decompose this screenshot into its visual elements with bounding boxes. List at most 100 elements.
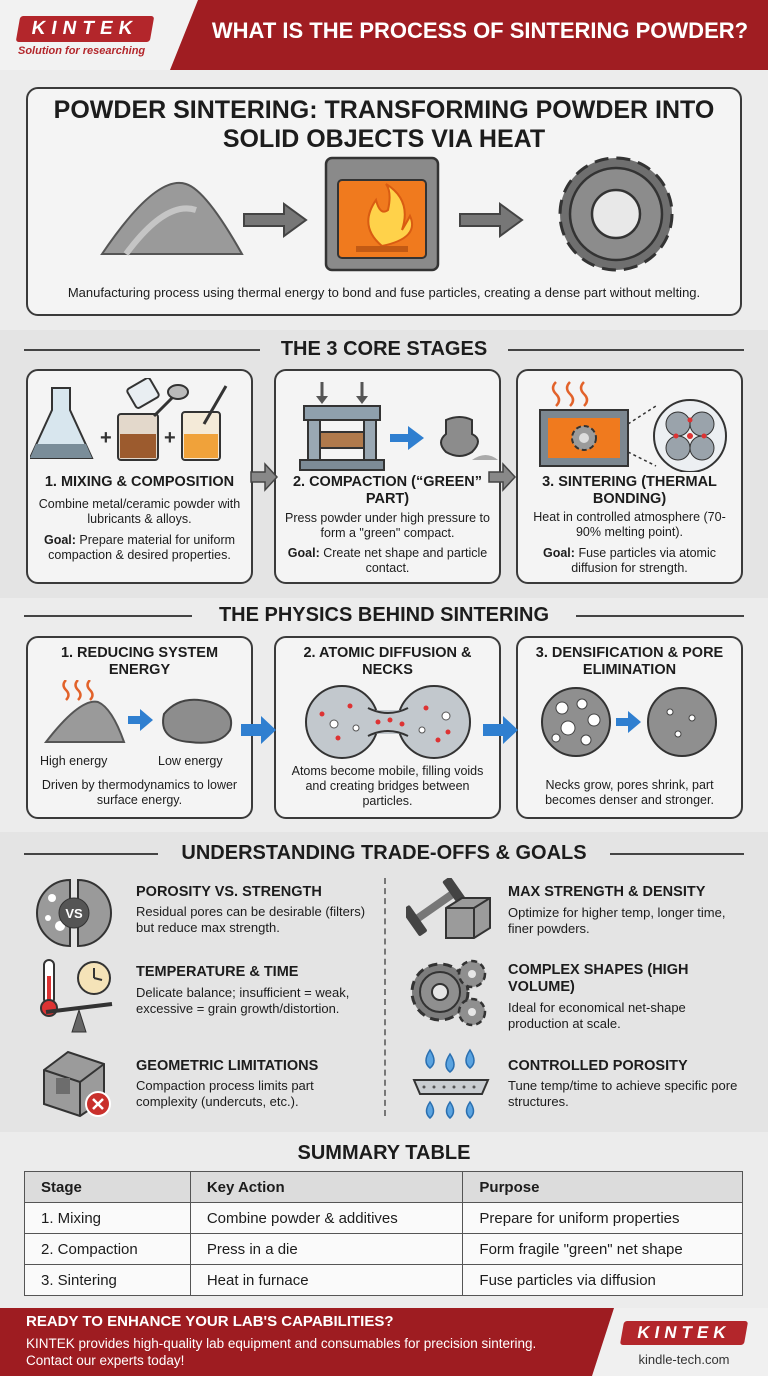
dense-particle-icon (647, 687, 717, 757)
complex-shapes-icon (410, 959, 487, 1027)
tradeoff-text: Delicate balance; insufficient = weak, e… (136, 985, 350, 1016)
tradeoff-text: Compaction process limits part complexit… (136, 1078, 314, 1109)
table-cell: Prepare for uniform properties (462, 1202, 743, 1234)
stage-title: 3. SINTERING (THERMAL BONDING) (542, 474, 717, 507)
gear-icon (457, 959, 487, 989)
porosity-strength-icon: VS (36, 878, 112, 948)
tradeoff-text: Residual pores can be desirable (filters… (136, 904, 366, 935)
column-header: Stage (24, 1171, 191, 1203)
footer-text: KINTEK provides high-quality lab equipme… (26, 1336, 537, 1368)
svg-text:+: + (164, 427, 176, 449)
tradeoff-text: Ideal for economical net-shape productio… (508, 1000, 686, 1031)
arrow-icon (128, 709, 153, 731)
tradeoff-title: CONTROLLED POROSITY (508, 1058, 688, 1074)
kintek-logo[interactable]: KINTEK (15, 16, 155, 42)
clock-icon (77, 961, 111, 995)
arrow-icon (243, 202, 308, 238)
summary-table: Stage Key Action Purpose 1. Mixing Combi… (24, 1171, 743, 1296)
filter-icon (412, 1079, 490, 1095)
table-row: 1. Mixing Combine powder & additives Pre… (24, 1202, 743, 1234)
heat-waves-icon (62, 680, 94, 701)
block-icon (445, 897, 491, 939)
footer-cta: READY TO ENHANCE YOUR LAB'S CAPABILITIES… (26, 1313, 394, 1330)
website-link[interactable]: kindle-tech.com (638, 1352, 730, 1367)
stage-title: 1. MIXING & COMPOSITION (44, 474, 235, 490)
stage-goal: Goal: Fuse particles via atomic diffusio… (543, 546, 716, 575)
svg-text:+: + (100, 427, 112, 449)
arrow-icon (250, 462, 279, 492)
pouring-cup-icon (126, 378, 160, 409)
physics-heading: THE PHYSICS BEHIND SINTERING (218, 604, 550, 626)
press-icon (299, 382, 385, 471)
geometry-limit-icon (43, 1050, 111, 1118)
divider (24, 615, 192, 617)
gear-icon (558, 156, 674, 272)
strength-density-icon (406, 878, 491, 939)
table-cell: Heat in furnace (189, 1264, 464, 1296)
arrow-icon (483, 716, 518, 744)
error-icon (85, 1091, 111, 1117)
divider (610, 853, 744, 855)
porous-particle-icon (541, 687, 611, 757)
column-header: Purpose (462, 1171, 743, 1203)
arrow-icon (488, 462, 517, 492)
mixing-illustration: + + (30, 378, 228, 461)
arrow-icon (616, 711, 641, 733)
densification-illustration (541, 687, 717, 757)
thermometer-icon (40, 959, 58, 1017)
stage-description: Combine metal/ceramic powder with lubric… (38, 497, 241, 526)
tradeoff-title: TEMPERATURE & TIME (136, 964, 299, 980)
heat-waves-icon (551, 381, 589, 407)
beaker-icon (181, 385, 228, 461)
powder-pile-icon (100, 181, 244, 256)
oven-icon (539, 409, 629, 467)
stage-goal: Goal: Create net shape and particle cont… (287, 546, 488, 575)
particle-neck-icon (305, 685, 471, 759)
arrow-icon (241, 716, 276, 744)
physics-description: Driven by thermodynamics to lower surfac… (41, 778, 238, 807)
solid-blob-icon (162, 698, 232, 744)
beaker-icon (117, 413, 159, 461)
stage-goal: Goal: Prepare material for uniform compa… (43, 533, 236, 562)
hero-illustration (100, 156, 674, 272)
powder-pile-icon (43, 700, 126, 743)
balance-icon (45, 1002, 113, 1033)
svg-text:VS: VS (65, 906, 83, 921)
table-row: 3. Sintering Heat in furnace Fuse partic… (24, 1264, 743, 1296)
table-row: 2. Compaction Press in a die Form fragil… (24, 1233, 743, 1265)
physics-title: 2. ATOMIC DIFFUSION & NECKS (303, 645, 472, 678)
tradeoff-title: GEOMETRIC LIMITATIONS (136, 1058, 319, 1074)
divider (24, 349, 260, 351)
divider (24, 853, 158, 855)
table-cell: 2. Compaction (24, 1233, 191, 1265)
gear-icon (410, 962, 470, 1022)
physics-title: 3. DENSIFICATION & PORE ELIMINATION (535, 645, 724, 678)
water-drop-icon (425, 1048, 475, 1073)
physics-description: Atoms become mobile, filling voids and c… (291, 764, 484, 808)
table-cell: Fuse particles via diffusion (462, 1264, 743, 1296)
tradeoff-title: MAX STRENGTH & DENSITY (508, 884, 706, 900)
hero-title: POWDER SINTERING: TRANSFORMING POWDER IN… (53, 96, 715, 153)
tradeoff-text: Optimize for higher temp, longer time, f… (508, 905, 726, 936)
summary-heading: SUMMARY TABLE (297, 1142, 471, 1164)
stages-heading: THE 3 CORE STAGES (280, 338, 488, 360)
page-title: WHAT IS THE PROCESS OF SINTERING POWDER? (211, 18, 749, 43)
stage-description: Heat in controlled atmosphere (70-90% me… (533, 510, 726, 539)
kintek-logo[interactable]: KINTEK (619, 1321, 749, 1345)
arrow-icon (390, 426, 424, 450)
physics-title: 1. REDUCING SYSTEM ENERGY (60, 645, 219, 678)
low-energy-label: Low energy (158, 754, 223, 768)
tradeoffs-heading: UNDERSTANDING TRADE-OFFS & GOALS (181, 842, 587, 864)
table-cell: 3. Sintering (24, 1264, 191, 1296)
table-cell: Combine powder & additives (189, 1202, 464, 1234)
column-divider (384, 878, 386, 1116)
controlled-porosity-icon (412, 1048, 490, 1119)
high-energy-label: High energy (40, 754, 108, 768)
table-header-row: Stage Key Action Purpose (24, 1171, 743, 1203)
table-cell: Press in a die (189, 1233, 464, 1265)
flask-icon (30, 387, 94, 459)
header-red-band (170, 0, 768, 70)
tradeoff-text: Tune temp/time to achieve specific pore … (508, 1078, 738, 1109)
hero-caption: Manufacturing process using thermal ener… (67, 285, 701, 300)
spoon-icon (152, 384, 189, 418)
